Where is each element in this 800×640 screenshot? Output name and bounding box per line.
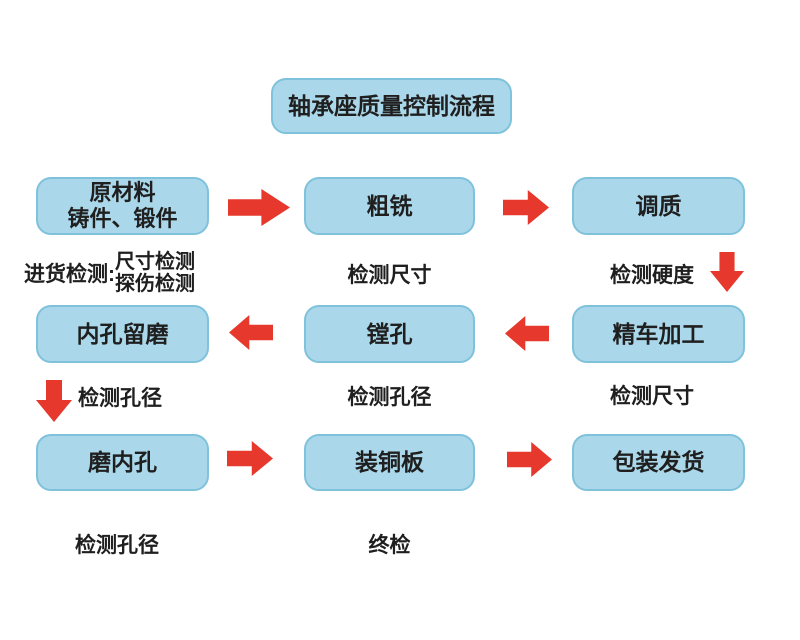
node-finish-turning: 精车加工: [572, 305, 745, 363]
note-check-dimensions-1: 检测尺寸: [347, 264, 432, 287]
node-grind-inner-hole-label: 磨内孔: [88, 449, 157, 476]
node-boring: 镗孔: [304, 305, 475, 363]
arrow-right-icon: [227, 441, 273, 476]
node-bore-grinding-allowance-label: 内孔留磨: [76, 320, 169, 347]
node-grind-inner-hole: 磨内孔: [36, 434, 209, 491]
title-box: 轴承座质量控制流程: [271, 78, 512, 134]
arrow-down-icon: [710, 252, 744, 292]
node-install-copper-plate-label: 装铜板: [355, 449, 424, 476]
note-incoming-inspection: 进货检测: 尺寸检测 探伤检测: [24, 250, 195, 296]
note-incoming-inspection-prefix: 进货检测:: [24, 263, 115, 286]
arrow-right-icon: [503, 190, 549, 225]
note-check-bore-diameter-2: 检测孔径: [347, 386, 432, 409]
node-bore-grinding-allowance: 内孔留磨: [36, 305, 209, 363]
node-raw-material: 原材料 铸件、锻件: [36, 177, 209, 235]
note-final-inspection: 终检: [368, 534, 411, 557]
note-check-dimensions-2: 检测尺寸: [610, 385, 694, 408]
node-raw-material-line2: 铸件、锻件: [67, 206, 178, 231]
note-flaw-inspection: 探伤检测: [115, 273, 195, 295]
node-quench-temper: 调质: [572, 177, 745, 235]
note-check-bore-diameter-3: 检测孔径: [75, 534, 159, 557]
arrow-left-icon: [229, 315, 273, 350]
node-raw-material-line1: 原材料: [89, 179, 156, 205]
node-install-copper-plate: 装铜板: [304, 434, 475, 491]
node-rough-milling-label: 粗铣: [366, 192, 413, 219]
node-packing-shipping: 包装发货: [572, 434, 745, 491]
arrow-left-icon: [505, 316, 549, 351]
note-dimension-inspection: 尺寸检测: [115, 251, 195, 273]
node-quench-temper-label: 调质: [635, 192, 682, 219]
note-check-hardness: 检测硬度: [610, 264, 694, 287]
note-check-bore-diameter-1: 检测孔径: [78, 387, 162, 410]
node-packing-shipping-label: 包装发货: [612, 449, 705, 476]
arrow-right-icon: [228, 189, 290, 226]
node-finish-turning-label: 精车加工: [612, 320, 705, 347]
node-rough-milling: 粗铣: [304, 177, 475, 235]
arrow-right-icon: [507, 442, 552, 477]
page-title: 轴承座质量控制流程: [288, 92, 495, 119]
arrow-down-icon: [36, 380, 72, 422]
node-boring-label: 镗孔: [366, 320, 413, 347]
